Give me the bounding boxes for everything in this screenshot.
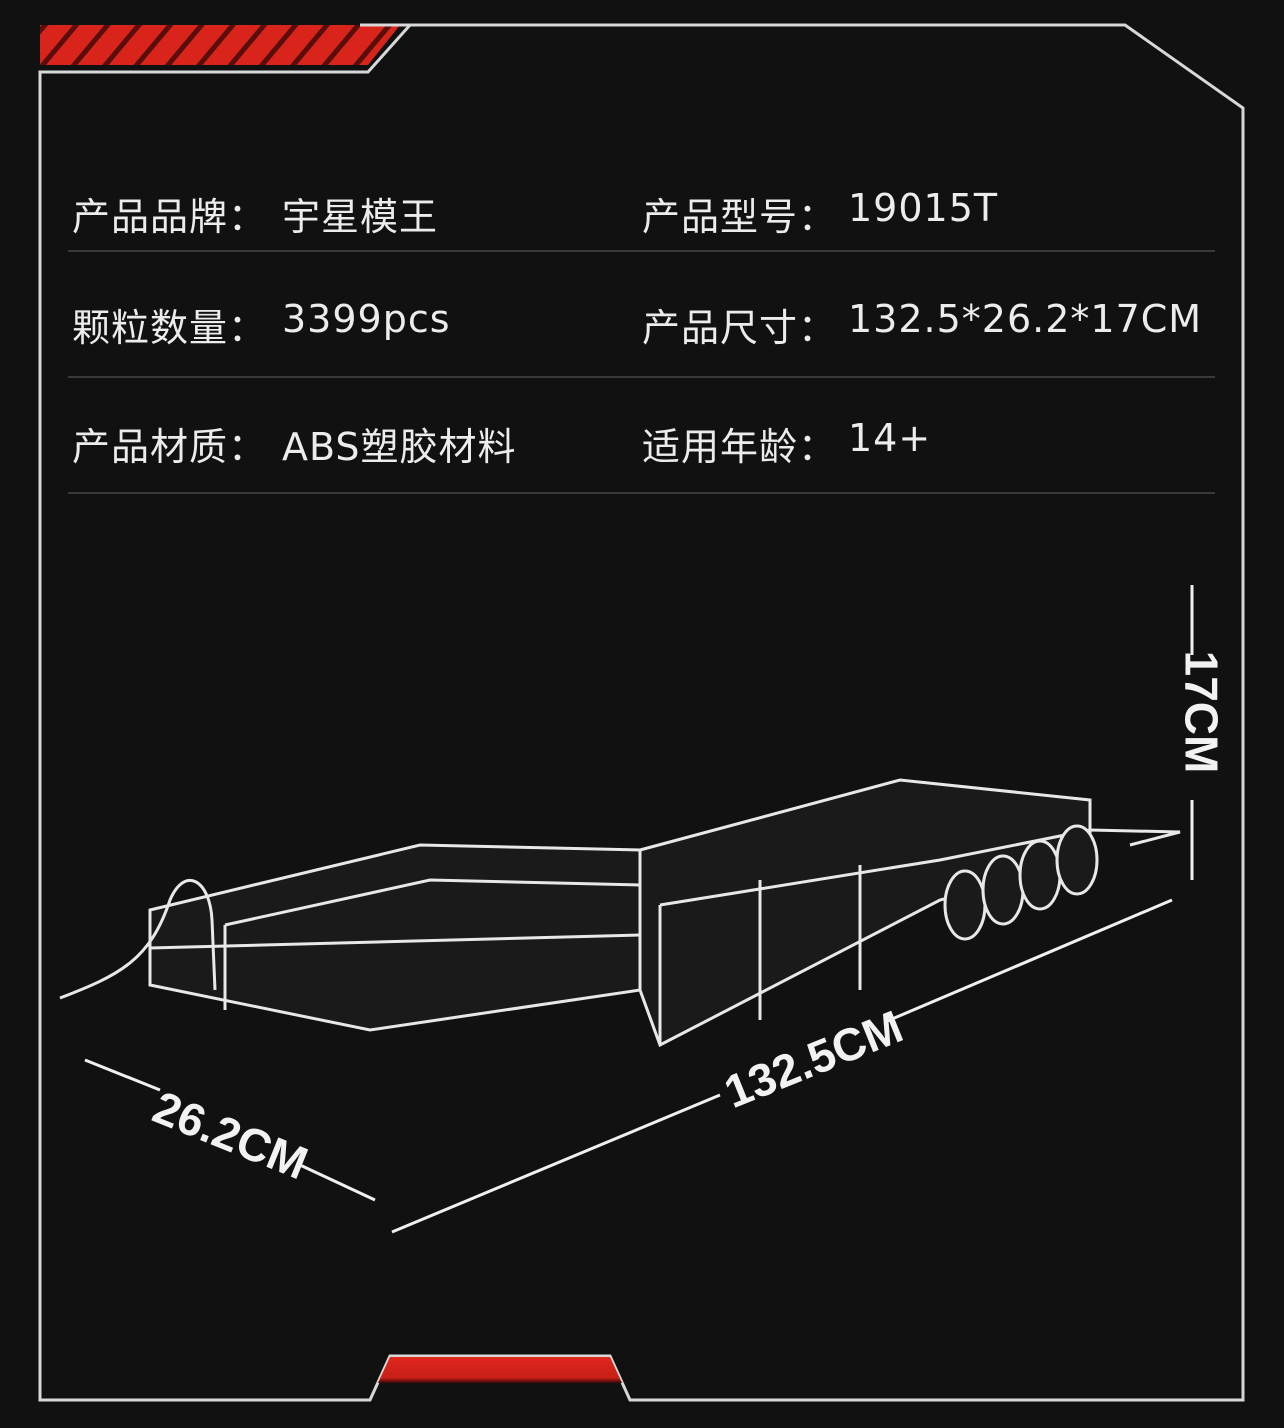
spec-age-value: 14+ xyxy=(848,416,932,460)
spec-material-value: ABS塑胶材料 xyxy=(282,425,517,469)
divider xyxy=(68,376,1215,378)
spec-model-label: 产品型号： xyxy=(642,195,838,239)
frame-outline xyxy=(38,23,1245,1402)
hatched-red-stripe xyxy=(40,25,400,65)
dimension-lines xyxy=(84,585,1194,1234)
spec-brand-value: 宇星模王 xyxy=(282,195,439,239)
spec-model-value: 19015T xyxy=(848,186,999,230)
spec-pieces-label: 颗粒数量： xyxy=(72,306,268,350)
spec-pieces-value: 3399pcs xyxy=(282,297,451,341)
spec-size-value: 132.5*26.2*17CM xyxy=(848,297,1203,341)
bottom-red-bar xyxy=(378,1357,622,1383)
divider xyxy=(68,250,1215,252)
divider xyxy=(68,492,1215,494)
spec-age-label: 适用年龄： xyxy=(642,425,838,469)
spec-brand-label: 产品品牌： xyxy=(72,195,268,239)
spec-material-label: 产品材质： xyxy=(72,425,268,469)
spec-size-label: 产品尺寸： xyxy=(642,306,838,350)
height-dimension-label: 17CM xyxy=(1175,650,1228,774)
wheels xyxy=(943,824,1099,941)
